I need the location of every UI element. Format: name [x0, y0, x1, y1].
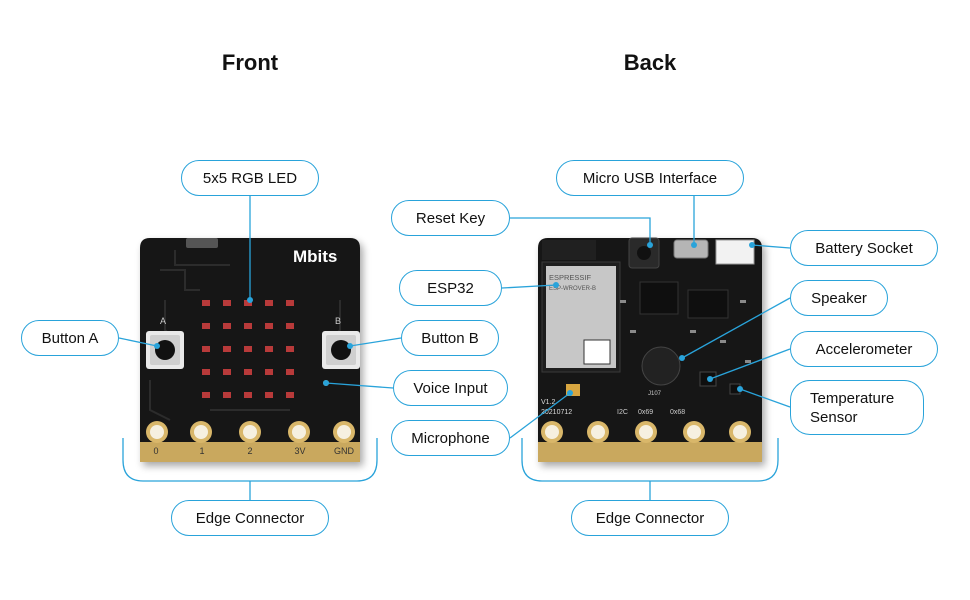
label-micro-usb-interface: Micro USB Interface: [556, 160, 744, 196]
led-3-0: [202, 369, 210, 375]
button-a-mark: A: [160, 316, 166, 326]
edge-pad-hole-4: [337, 425, 351, 439]
label-front-edge-connector: Edge Connector: [171, 500, 329, 536]
esp-brand: ESPRESSIF: [549, 273, 592, 282]
button-b-mark: B: [335, 316, 341, 326]
label-accelerometer: Accelerometer: [790, 331, 938, 367]
esp-model: ESP-WROVER-B: [549, 286, 596, 292]
led-4-0: [202, 392, 210, 398]
led-4-2: [244, 392, 252, 398]
date-code-text: 20210712: [541, 409, 572, 416]
led-4-3: [265, 392, 273, 398]
pin-label-1: 1: [199, 446, 205, 456]
led-2-0: [202, 346, 210, 352]
label-battery-socket: Battery Socket: [790, 230, 938, 266]
led-0-3: [265, 300, 273, 306]
label-microphone: Microphone: [391, 420, 510, 456]
led-0-0: [202, 300, 210, 306]
label-voice-input: Voice Input: [393, 370, 508, 406]
pin-label-0: 0: [153, 446, 159, 456]
led-0-2: [244, 300, 252, 306]
speaker-component: [641, 346, 681, 386]
label-back-edge-connector: Edge Connector: [571, 500, 729, 536]
led-4-1: [223, 392, 231, 398]
led-1-3: [265, 323, 273, 329]
led-2-3: [265, 346, 273, 352]
edge-pad-hole-2: [243, 425, 257, 439]
label-button-b: Button B: [401, 320, 499, 356]
pin-label-2: 2: [247, 446, 253, 456]
led-4-4: [286, 392, 294, 398]
edge-pad-hole-3: [687, 425, 701, 439]
front-traces: [149, 250, 341, 421]
usb-notch: [186, 238, 218, 248]
led-2-1: [223, 346, 231, 352]
addr-1-text: 0x69: [638, 409, 653, 416]
smd-parts: [620, 300, 751, 363]
front-button-b[interactable]: [322, 331, 360, 369]
edge-pad-hole-1: [591, 425, 605, 439]
addr-2-text: 0x68: [670, 409, 685, 416]
label-speaker: Speaker: [790, 280, 888, 316]
chip-regulator: [639, 281, 679, 315]
callout-lines: [118, 196, 791, 500]
edge-pad-hole-3: [292, 425, 306, 439]
led-3-1: [223, 369, 231, 375]
reset-key-cap: [637, 246, 651, 260]
esp32-module: [541, 240, 621, 373]
led-3-2: [244, 369, 252, 375]
back-edge-connector: [538, 421, 762, 462]
led-0-1: [223, 300, 231, 306]
led-1-0: [202, 323, 210, 329]
pin-label-3v: 3V: [294, 446, 306, 456]
j107-text: J107: [648, 391, 662, 397]
led-3-3: [265, 369, 273, 375]
front-heading: Front: [221, 50, 279, 75]
front-button-a[interactable]: [146, 331, 184, 369]
label-esp32: ESP32: [399, 270, 502, 306]
edge-pad-hole-2: [639, 425, 653, 439]
edge-pad-hole-0: [150, 425, 164, 439]
battery-socket[interactable]: [715, 239, 755, 265]
edge-pad-hole-0: [545, 425, 559, 439]
led-1-4: [286, 323, 294, 329]
label-temperature-sensor: Temperature Sensor: [790, 380, 924, 435]
led-1-1: [223, 323, 231, 329]
edge-pad-hole-4: [733, 425, 747, 439]
version-text: V1.2: [541, 399, 556, 406]
callout-dots: [154, 242, 755, 396]
label-reset-key: Reset Key: [391, 200, 510, 236]
front-edge-connector: [140, 421, 360, 462]
label-5x5-rgb-led: 5x5 RGB LED: [181, 160, 319, 196]
led-1-2: [244, 323, 252, 329]
label-button-a: Button A: [21, 320, 119, 356]
brand-logo-text: Mbits: [293, 247, 337, 266]
micro-usb-port[interactable]: [673, 239, 709, 259]
back-heading: Back: [623, 50, 677, 75]
edge-pad-hole-1: [194, 425, 208, 439]
led-2-2: [244, 346, 252, 352]
pin-label-gnd: GND: [334, 446, 354, 456]
led-matrix: [202, 300, 294, 398]
chip-driver: [687, 289, 729, 319]
led-2-4: [286, 346, 294, 352]
led-3-4: [286, 369, 294, 375]
led-0-4: [286, 300, 294, 306]
i2c-text: I2C: [617, 409, 628, 416]
